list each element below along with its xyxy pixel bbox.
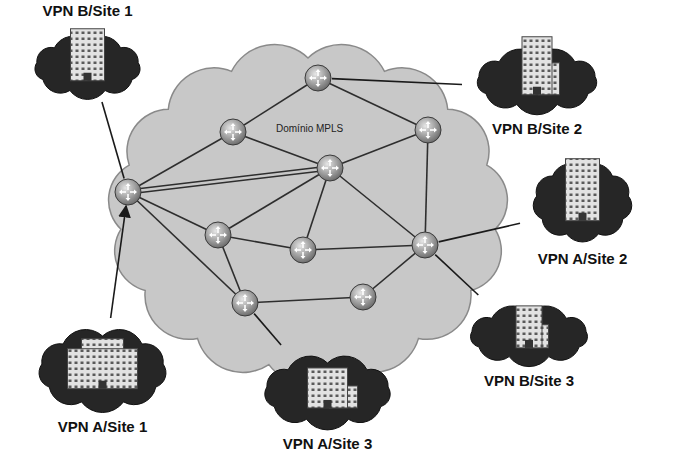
site-label: VPN A/Site 1 — [56, 418, 149, 436]
site-link — [254, 314, 281, 345]
vpn-site: VPN B/Site 3 — [455, 295, 603, 390]
site-label: VPN A/Site 2 — [536, 250, 629, 268]
site-label: VPN B/Site 3 — [482, 372, 576, 390]
site-cloud-illustration — [455, 295, 603, 368]
site-cloud-illustration — [25, 318, 180, 414]
site-label: VPN B/Site 1 — [40, 2, 134, 20]
mpls-domain-cloud: Domínio MPLS — [88, 28, 528, 398]
domain-label: Domínio MPLS — [274, 123, 345, 135]
site-cloud-illustration — [20, 24, 155, 102]
vpn-site: VPN A/Site 1 — [25, 318, 180, 436]
vpn-site: VPN B/Site 2 — [462, 38, 612, 138]
site-label: VPN A/Site 3 — [281, 435, 374, 453]
vpn-site: VPN B/Site 1 — [20, 2, 155, 102]
site-cloud-illustration — [250, 345, 405, 431]
mpls-cloud-illustration — [88, 28, 528, 398]
site-label: VPN B/Site 2 — [490, 120, 584, 138]
site-cloud-illustration — [520, 150, 645, 246]
site-link — [439, 223, 520, 242]
vpn-site: VPN A/Site 2 — [520, 150, 645, 268]
site-link — [111, 206, 126, 318]
site-link — [435, 255, 478, 295]
site-link — [102, 102, 124, 179]
site-link — [332, 79, 462, 85]
site-cloud-illustration — [462, 38, 612, 116]
vpn-site: VPN A/Site 3 — [250, 345, 405, 453]
